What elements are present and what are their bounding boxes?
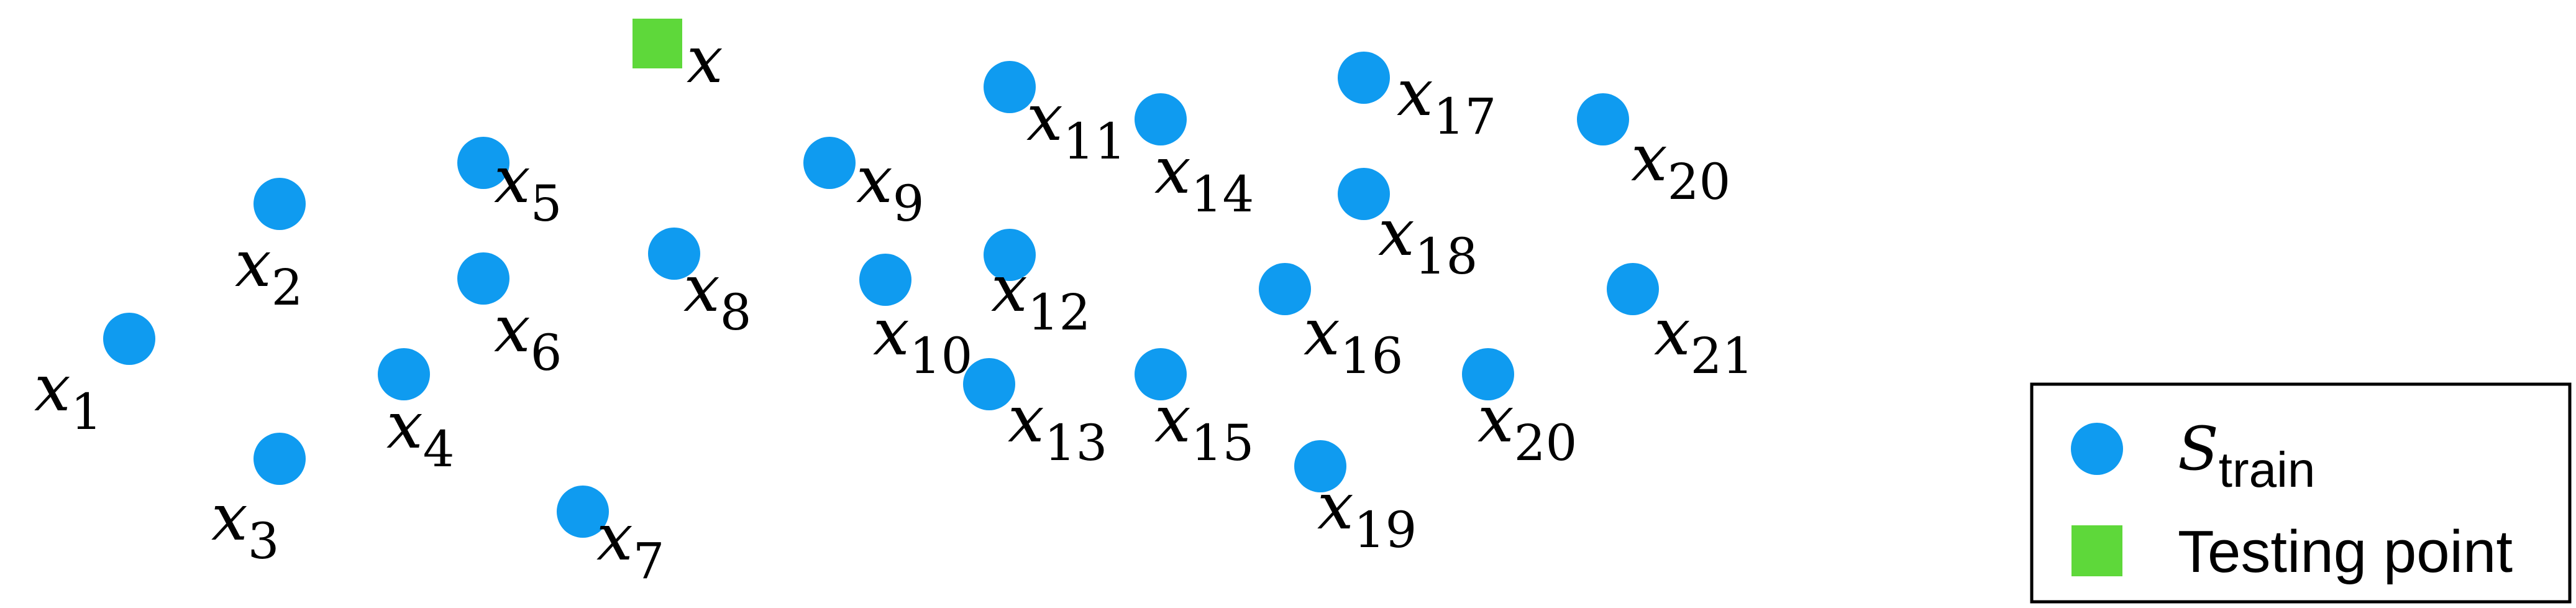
testing-point-marker [633, 19, 682, 68]
point-label: x2 [235, 226, 303, 316]
point-label: x3 [211, 479, 280, 570]
point-marker [1135, 348, 1187, 400]
point-marker [1577, 93, 1629, 145]
point-marker [103, 313, 155, 365]
training-point-x1: x1 [34, 313, 155, 441]
point-label: x4 [386, 387, 455, 478]
point-marker [859, 254, 911, 306]
point-label: x16 [1304, 294, 1403, 385]
point-label: x21 [1654, 294, 1753, 385]
training-point-x6: x6 [457, 252, 562, 382]
training-point-x19: x19 [1294, 440, 1417, 559]
point-marker [253, 178, 306, 230]
legend-train-label: Strain [2178, 414, 2315, 497]
point-marker [1135, 93, 1187, 145]
point-label: x5 [494, 142, 562, 233]
point-marker [557, 486, 609, 538]
point-label: x8 [683, 251, 752, 341]
point-marker [253, 433, 306, 485]
point-label: x1 [34, 350, 103, 441]
training-point-x4: x4 [378, 348, 455, 478]
testing-point-group: x [633, 19, 723, 98]
training-point-x9: x9 [803, 137, 925, 233]
point-label: x14 [1154, 132, 1254, 223]
training-points: x1x2x3x4x5x6x7x8x9x10x11x12x13x14x15x16x… [34, 52, 1753, 590]
point-label: x18 [1378, 195, 1478, 285]
point-label: x13 [1008, 381, 1107, 472]
training-point-x14: x14 [1135, 93, 1254, 223]
point-marker [984, 61, 1036, 113]
training-point-x13: x13 [963, 358, 1107, 472]
point-marker [457, 252, 509, 305]
point-marker [648, 228, 700, 280]
training-point-x3: x3 [211, 433, 306, 570]
point-label: x15 [1154, 381, 1254, 472]
training-point-x7: x7 [557, 486, 665, 590]
training-point-x8: x8 [648, 228, 752, 341]
point-label: x20 [1631, 120, 1730, 211]
point-marker [803, 137, 856, 189]
point-label: x10 [873, 294, 972, 385]
training-point-x21: x21 [1607, 263, 1753, 385]
point-marker [378, 348, 430, 400]
point-marker [1462, 348, 1514, 400]
point-marker [1259, 263, 1311, 315]
testing-point-label: x [687, 22, 723, 98]
point-label: x17 [1397, 55, 1496, 145]
point-label: x11 [1026, 80, 1126, 170]
training-point-x18: x18 [1338, 168, 1478, 285]
legend: Strain Testing point [2030, 382, 2572, 604]
point-marker [1607, 263, 1659, 315]
training-point-x2: x2 [235, 178, 306, 316]
point-marker [1294, 440, 1346, 492]
training-point-x10: x10 [859, 254, 972, 385]
point-marker [457, 137, 509, 189]
point-label: x7 [596, 499, 665, 590]
training-point-x20b: x20 [1462, 348, 1577, 472]
training-point-x16: x16 [1259, 263, 1403, 385]
training-point-x20a: x20 [1577, 93, 1730, 211]
training-point-x17: x17 [1338, 52, 1496, 145]
point-label: x19 [1317, 468, 1417, 559]
point-label: x6 [494, 291, 562, 382]
point-marker [963, 358, 1015, 410]
training-point-x12: x12 [984, 229, 1090, 341]
point-label: x20 [1478, 381, 1577, 472]
point-marker [984, 229, 1036, 281]
training-point-x5: x5 [457, 137, 562, 233]
legend-test-marker [2071, 525, 2122, 576]
legend-train-marker [2071, 423, 2123, 475]
training-point-x15: x15 [1135, 348, 1254, 472]
point-label: x12 [991, 251, 1090, 341]
point-marker [1338, 168, 1390, 220]
point-label: x9 [856, 142, 925, 233]
legend-test-label: Testing point [2178, 518, 2513, 585]
training-point-x11: x11 [984, 61, 1126, 170]
point-marker [1338, 52, 1390, 104]
